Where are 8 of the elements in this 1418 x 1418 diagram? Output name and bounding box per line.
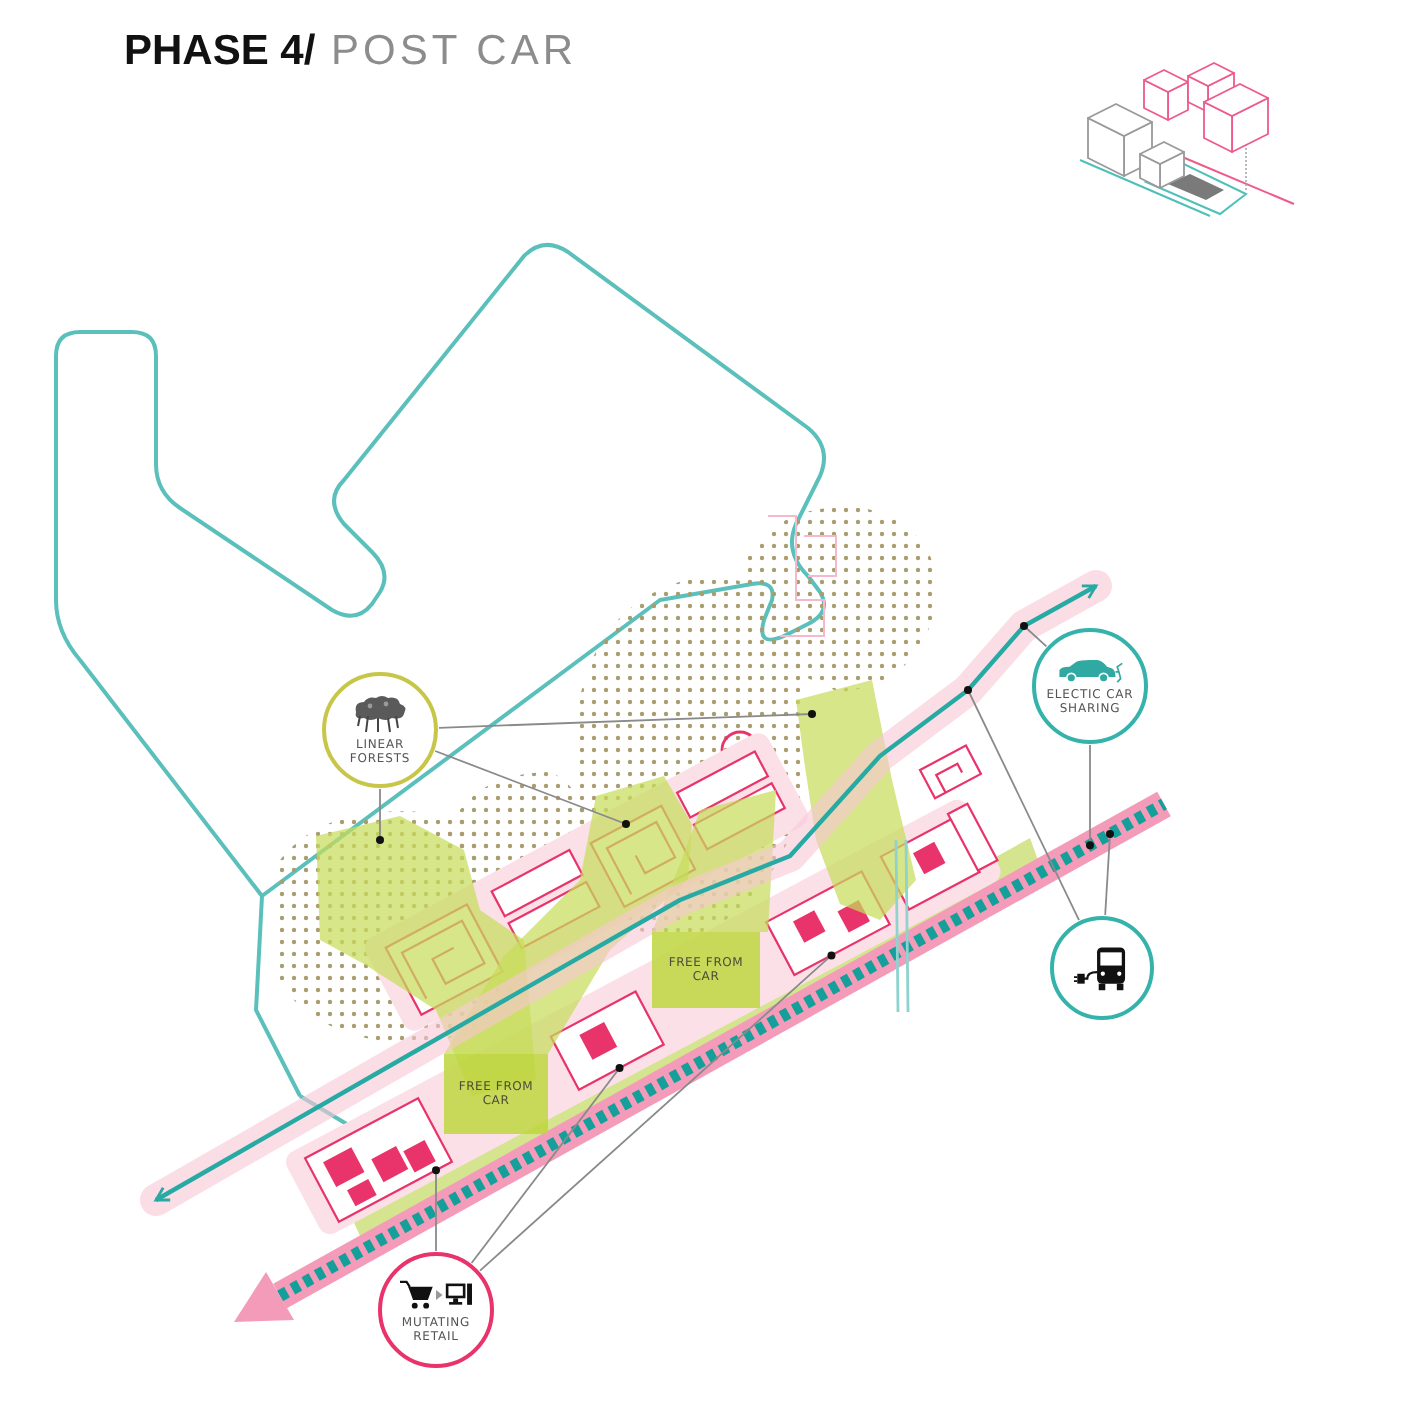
- forest-patch: [652, 790, 776, 932]
- forest-patch: [796, 680, 916, 920]
- building-block: [303, 1096, 454, 1224]
- car-free-zone: [444, 1054, 548, 1134]
- page-title: PHASE 4/ POST CAR: [124, 28, 578, 75]
- callout-circle: [378, 1252, 494, 1368]
- callout-circle: [1050, 916, 1154, 1020]
- car-free-zone: [652, 932, 760, 1008]
